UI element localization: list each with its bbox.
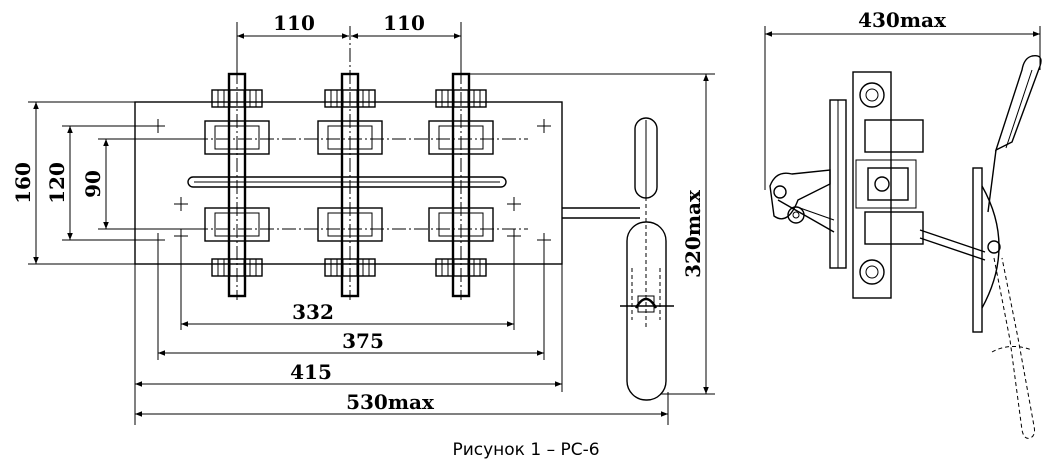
dim-120: 120 (45, 162, 69, 204)
dim-375: 375 (342, 329, 384, 353)
dim-160: 160 (11, 162, 35, 204)
handle (620, 117, 674, 401)
front-view: 110 110 160 120 90 332 375 415 530max 32… (11, 11, 715, 425)
dim-415: 415 (290, 360, 332, 384)
base-plate (134, 101, 563, 265)
drive-shaft (562, 207, 640, 219)
dim-430max: 430max (858, 8, 947, 32)
dim-320max: 320max (681, 189, 705, 278)
dim-110-left: 110 (273, 11, 315, 35)
dim-90: 90 (81, 170, 105, 198)
connecting-rod (187, 176, 507, 188)
dim-110-right: 110 (383, 11, 425, 35)
figure-caption: Рисунок 1 – РС-6 (452, 440, 600, 460)
side-view: 430max (764, 8, 1042, 439)
mounting-holes (151, 119, 551, 247)
dim-332: 332 (292, 300, 334, 324)
dim-530max: 530max (346, 390, 435, 414)
